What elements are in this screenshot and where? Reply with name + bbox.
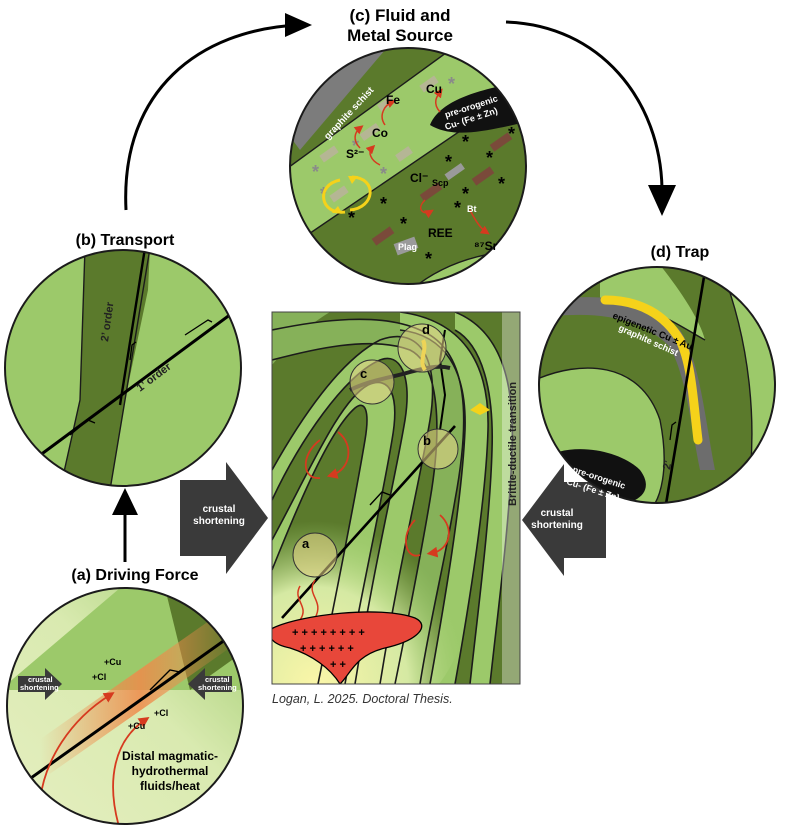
panel-c-cu-label: Cu <box>426 82 442 96</box>
shortening-label-left: crustal shortening <box>184 504 254 528</box>
svg-text:*: * <box>312 162 319 182</box>
panel-a: crustal shortening crustal shortening +C… <box>0 586 260 832</box>
center-marker-c-label: c <box>360 366 367 381</box>
center-marker-a-label: a <box>302 536 310 551</box>
panel-c-plag-label: Plag <box>398 242 417 252</box>
center-marker-b-label: b <box>423 433 431 448</box>
shortening-label-left-line1: crustal <box>184 504 254 516</box>
panel-a-title: (a) Driving Force <box>40 567 230 585</box>
svg-text:*: * <box>508 124 515 144</box>
panel-a-cl-1: +Cl <box>92 672 106 682</box>
panel-a-fluids-line3: fluids/heat <box>140 779 200 793</box>
panel-a-fluids-line2: hydrothermal <box>132 764 209 778</box>
svg-text:*: * <box>486 148 493 168</box>
svg-text:+ + + + + +: + + + + + + <box>300 643 354 655</box>
panel-c: ** ** ** ** ** * ** ** * <box>285 45 535 300</box>
center-marker-a: a <box>293 533 337 577</box>
shortening-label-right-line1: crustal <box>522 508 592 520</box>
panel-b: 2’ order 1’ order <box>0 248 250 498</box>
svg-text:*: * <box>380 164 387 184</box>
center-marker-b: b <box>418 429 458 469</box>
panel-c-s-label: S²⁻ <box>346 147 364 161</box>
panel-d-title: (d) Trap <box>620 244 740 262</box>
panel-a-cu-1: +Cu <box>104 657 121 667</box>
svg-text:+ +: + + <box>330 659 346 671</box>
panel-a-left-arrow-line2: shortening <box>20 683 59 692</box>
brittle-ductile-label: Brittle-ductile transition <box>507 382 519 506</box>
svg-text:*: * <box>462 132 469 152</box>
arrow-c-to-d <box>506 22 662 188</box>
panel-c-fe-label: Fe <box>386 93 400 107</box>
panel-a-cu-2: +Cu <box>128 721 145 731</box>
svg-text:+ + + + + + + +: + + + + + + + + <box>292 627 365 639</box>
svg-text:*: * <box>445 152 452 172</box>
svg-text:*: * <box>448 74 455 94</box>
svg-text:*: * <box>425 249 432 269</box>
panel-a-right-arrow-line2: shortening <box>198 683 237 692</box>
panel-c-co-label: Co <box>372 126 388 140</box>
svg-text:*: * <box>498 174 505 194</box>
center-marker-d-label: d <box>422 322 430 337</box>
citation: Logan, L. 2025. Doctoral Thesis. <box>272 692 532 706</box>
panel-c-sr-label: ⁸⁷Sr <box>474 239 498 253</box>
svg-text:*: * <box>462 184 469 204</box>
panel-a-fluids-line1: Distal magmatic- <box>122 749 218 763</box>
panel-c-bt-label: Bt <box>467 204 477 214</box>
arrow-b-to-c <box>126 25 298 210</box>
panel-d: epigenetic Cu ± Au graphite schist pre-o… <box>535 265 785 515</box>
panel-a-cl-2: +Cl <box>154 708 168 718</box>
panel-b-title: (b) Transport <box>40 232 210 250</box>
svg-text:*: * <box>380 194 387 214</box>
panel-c-title-line2: Metal Source <box>300 26 500 46</box>
shortening-label-right: crustal shortening <box>522 508 592 532</box>
svg-text:*: * <box>400 214 407 234</box>
panel-c-cl-label: Cl⁻ <box>410 171 428 185</box>
shortening-label-right-line2: shortening <box>522 520 592 532</box>
panel-c-title: (c) Fluid and Metal Source <box>300 6 500 46</box>
shortening-label-left-line2: shortening <box>184 516 254 528</box>
panel-c-title-line1: (c) Fluid and <box>300 6 500 26</box>
panel-c-scp-label: Scp <box>432 178 449 188</box>
svg-text:*: * <box>454 198 461 218</box>
panel-c-ree-label: REE <box>428 226 453 240</box>
center-marker-c: c <box>350 360 394 404</box>
